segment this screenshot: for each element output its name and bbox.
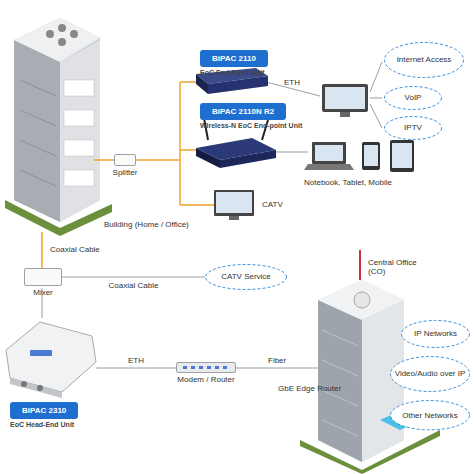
office-building	[5, 18, 112, 236]
network-ellipse: Other Networks	[390, 400, 470, 430]
network-ellipse: IP Networks	[401, 320, 470, 348]
service-ellipse: Internet Access	[384, 42, 464, 78]
annotation-label: ETH	[128, 356, 144, 365]
connector-line	[62, 277, 205, 278]
edge-label: Coaxial Cable	[108, 281, 160, 290]
device-label: Splitter	[113, 168, 138, 177]
service-ellipse: VoIP	[384, 86, 442, 110]
product-badge: BiPAC 2310EoC Head-End Unit	[10, 402, 78, 419]
product-badge: BiPAC 2110N R2Wireless-N EoC End-point U…	[200, 103, 286, 120]
port-led	[207, 366, 211, 369]
service-ellipse: IPTV	[384, 116, 442, 140]
service-name: Internet Access	[393, 55, 456, 64]
network-ellipse: Video/Audio over IP	[390, 356, 470, 392]
splitter-device: Splitter	[114, 154, 136, 166]
product-name: BiPAC 2310	[16, 404, 72, 417]
annotation-label: CATV	[262, 200, 283, 209]
product-description: EoC Head-End Unit	[10, 421, 74, 429]
ellipse-outline	[206, 265, 287, 290]
annotation-label: Notebook, Tablet, Mobile	[304, 178, 392, 187]
service-name: IP Networks	[410, 329, 461, 338]
coax-connector	[62, 277, 205, 278]
annotation-label: Coaxial Cable	[50, 245, 100, 254]
port-led	[191, 366, 195, 369]
ellipse-outline	[391, 357, 470, 392]
coax-wire	[42, 82, 214, 268]
service-name: Video/Audio over IP	[391, 369, 470, 378]
mobile-devices	[304, 140, 414, 172]
product-badge: BiPAC 2110EoC End-Point Unit	[200, 50, 268, 67]
port-led	[215, 366, 219, 369]
ellipse-outline	[385, 43, 464, 78]
head-end-device	[6, 322, 96, 398]
television	[214, 190, 254, 220]
desktop-monitor	[322, 84, 368, 117]
device-label: Modem / Router	[177, 375, 234, 384]
service-ellipse: CATV Service	[205, 264, 287, 290]
service-name: VoIP	[401, 93, 426, 102]
annotation-label: ETH	[284, 78, 300, 87]
product-description: EoC End-Point Unit	[200, 69, 265, 77]
port-led	[199, 366, 203, 369]
ellipse-outline	[402, 321, 470, 348]
ellipse-outline	[385, 117, 442, 140]
annotation-label: Central Office (CO)	[368, 258, 428, 276]
ellipse-outline	[391, 401, 470, 430]
annotation-label: GbE Edge Router	[278, 384, 341, 393]
product-description: Wireless-N EoC End-point Unit	[200, 122, 302, 130]
modem-router-device: Modem / Router	[176, 362, 236, 373]
annotation-label: Fiber	[268, 356, 286, 365]
product-name: BiPAC 2110N R2	[206, 105, 280, 118]
service-name: Other Networks	[398, 411, 462, 420]
port-led	[223, 366, 227, 369]
device-label: Mixer	[33, 288, 53, 297]
annotation-label: Building (Home / Office)	[104, 220, 189, 229]
service-name: IPTV	[400, 123, 426, 132]
service-name: CATV Service	[217, 272, 275, 281]
port-led	[183, 366, 187, 369]
eoc-endpoint-device	[196, 68, 268, 94]
ellipse-outline	[385, 87, 442, 110]
product-name: BiPAC 2110	[206, 52, 262, 65]
mixer-device: Mixer	[24, 268, 62, 286]
